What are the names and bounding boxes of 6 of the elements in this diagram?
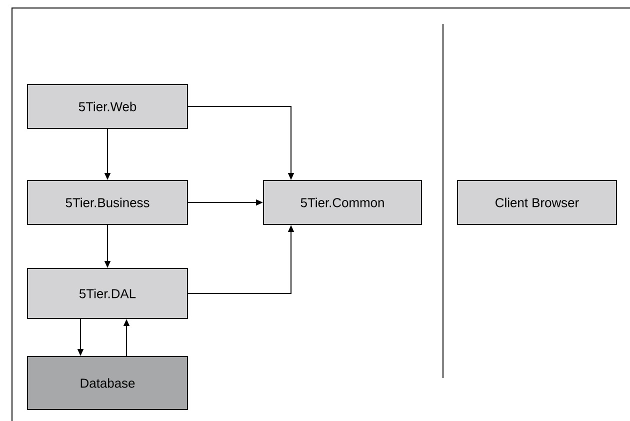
component-box: 5Tier.Web xyxy=(27,84,188,129)
component-box: 5Tier.Common xyxy=(263,180,422,225)
component-box: 5Tier.Business xyxy=(27,180,188,225)
component-box: Client Browser xyxy=(457,180,617,225)
component-box: Database xyxy=(27,356,188,410)
component-box: 5Tier.DAL xyxy=(27,268,188,319)
